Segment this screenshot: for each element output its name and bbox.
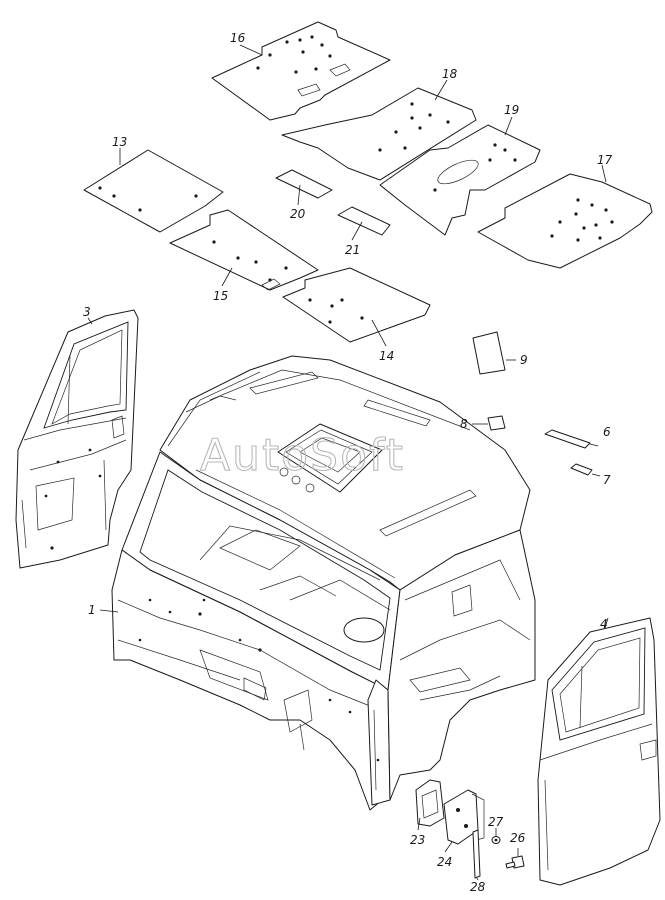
callout-17: 17 bbox=[597, 153, 613, 167]
callout-6: 6 bbox=[603, 425, 611, 439]
callout-14: 14 bbox=[379, 349, 394, 363]
mat-18 bbox=[281, 87, 477, 181]
callout-20: 20 bbox=[290, 207, 306, 221]
strip-7 bbox=[570, 463, 593, 476]
washer-27 bbox=[491, 836, 501, 844]
mat-20 bbox=[275, 169, 333, 199]
mat-13 bbox=[83, 149, 224, 233]
callout-7: 7 bbox=[603, 473, 611, 487]
door-left-3 bbox=[15, 309, 139, 569]
mat-17 bbox=[477, 173, 653, 269]
door-right-4 bbox=[537, 617, 661, 886]
mat-16 bbox=[211, 21, 391, 121]
callout-16: 16 bbox=[230, 31, 246, 45]
callout-8: 8 bbox=[460, 417, 468, 431]
hinge-plate-23 bbox=[415, 779, 445, 827]
leader-lines bbox=[87, 44, 609, 881]
bolt-26 bbox=[505, 855, 525, 869]
cab-body-1 bbox=[111, 355, 536, 811]
pin-28 bbox=[472, 829, 481, 879]
callout-24: 24 bbox=[437, 855, 452, 869]
strip-6 bbox=[544, 429, 591, 449]
callout-13: 13 bbox=[112, 135, 127, 149]
mat-15 bbox=[169, 209, 319, 291]
callout-28: 28 bbox=[470, 880, 486, 894]
callout-4: 4 bbox=[600, 617, 608, 631]
callout-1: 1 bbox=[88, 603, 96, 617]
callout-27: 27 bbox=[488, 815, 504, 829]
callout-19: 19 bbox=[504, 103, 519, 117]
callout-26: 26 bbox=[510, 831, 526, 845]
watermark-text: AutoSoft bbox=[200, 430, 405, 481]
pad-9 bbox=[472, 331, 506, 375]
callout-23: 23 bbox=[410, 833, 425, 847]
callout-21: 21 bbox=[345, 243, 360, 257]
pad-8 bbox=[487, 415, 506, 431]
mat-14 bbox=[282, 267, 431, 343]
hinge-24 bbox=[443, 789, 485, 845]
callout-18: 18 bbox=[442, 67, 458, 81]
callout-15: 15 bbox=[213, 289, 228, 303]
mat-21 bbox=[337, 206, 391, 236]
callout-9: 9 bbox=[520, 353, 528, 367]
mat-19 bbox=[379, 124, 541, 236]
callout-3: 3 bbox=[83, 305, 91, 319]
callout-labels: 16 18 19 17 13 20 21 15 14 9 8 6 7 3 4 1… bbox=[83, 31, 613, 894]
